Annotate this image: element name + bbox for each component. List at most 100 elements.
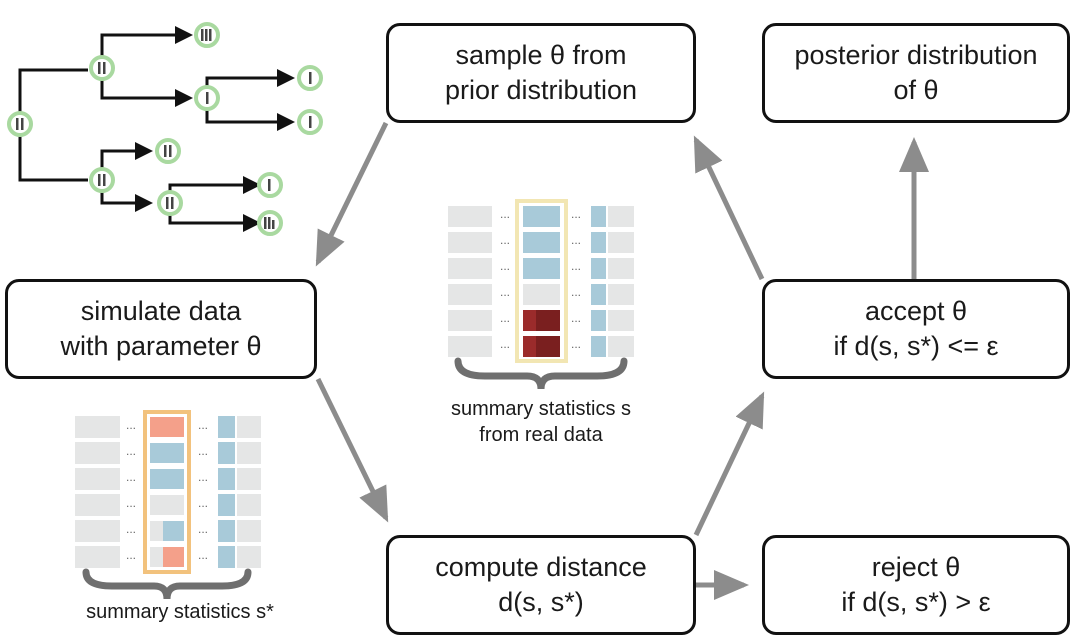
arrow-accept-to-sample [693, 135, 765, 281]
ellipsis-text: ... [126, 522, 136, 536]
ellipsis-text: ... [126, 418, 136, 432]
chromosome-glyph [21, 118, 24, 130]
ellipsis-text: ... [500, 207, 510, 221]
caption-line: summary statistics s* [86, 601, 274, 623]
real-data-stats-table: ... ... ... ... ... ... ... ... ... ... … [448, 199, 634, 390]
table-cell-blue [218, 520, 235, 542]
caption-line: from real data [479, 424, 603, 446]
highlight-cell-light [523, 284, 560, 305]
chromosome-glyph [268, 179, 271, 191]
arrow-sample-to-simulate [315, 121, 389, 267]
highlight-cell-blue [523, 206, 560, 227]
table-cell-blue [218, 494, 235, 516]
table-cell [237, 520, 261, 542]
box-text-line: d(s, s*) [498, 587, 584, 617]
ellipsis-text: ... [126, 444, 136, 458]
table-cell [448, 232, 492, 253]
box-text-line: simulate data [80, 296, 242, 326]
table-cell-blue [218, 468, 235, 490]
table-cell-blue [591, 232, 606, 253]
ellipsis-text: ... [500, 311, 510, 325]
ellipsis-text: ... [126, 548, 136, 562]
highlight-cell-dark-red-accent [523, 310, 536, 331]
ellipsis-text: ... [571, 337, 581, 351]
highlight-cell-partial-blue [163, 521, 184, 541]
tree-branch-b-up [205, 69, 295, 96]
table-cell [608, 206, 634, 227]
chromosome-glyph [201, 29, 204, 41]
highlight-cell-partial-salmon [163, 547, 184, 567]
table-cell-blue [591, 284, 606, 305]
table-cell [608, 310, 634, 331]
tree-node-c [89, 167, 115, 193]
real-stats-caption: summary statistics s from real data [400, 396, 682, 448]
accept-box: accept θ if d(s, s*) <= ε [762, 279, 1070, 379]
chromosome-glyph [169, 145, 172, 157]
sim-right-cells [218, 416, 261, 568]
highlight-cell-dark-red-accent [523, 336, 536, 357]
table-cell [608, 258, 634, 279]
reject-box: reject θ if d(s, s*) > ε [762, 535, 1070, 635]
box-text-line: with parameter θ [60, 331, 262, 361]
ellipsis-text: ... [198, 522, 208, 536]
sim-highlight-cells [150, 417, 184, 567]
ellipsis-text: ... [198, 444, 208, 458]
table-cell-blue [218, 416, 235, 438]
chromosome-glyph [264, 217, 267, 229]
table-cell [75, 468, 120, 490]
table-cell [237, 494, 261, 516]
ellipsis-text: ... [198, 418, 208, 432]
simulated-stats-caption: summary statistics s* [30, 599, 330, 625]
chromosome-glyph [206, 92, 209, 104]
tree-nodes [7, 22, 323, 236]
arrow-compute-to-accept [693, 391, 765, 537]
ellipsis-text: ... [500, 285, 510, 299]
ellipsis-text: ... [571, 285, 581, 299]
chromosome-glyph [209, 29, 212, 41]
chromosome-glyph [98, 62, 101, 74]
chromosome-glyph [309, 72, 312, 84]
simulated-stats-table: ... ... ... ... ... ... ... ... ... ... … [75, 410, 261, 600]
tree-node-d [157, 190, 183, 216]
chromosome-glyph [164, 145, 167, 157]
box-text-line: sample θ from [455, 40, 627, 70]
box-text-line: of θ [893, 75, 939, 105]
sim-summary-brace [82, 568, 252, 600]
table-cell [237, 546, 261, 568]
ellipsis-text: ... [571, 207, 581, 221]
table-cell-blue [591, 336, 606, 357]
chromosome-glyph [98, 174, 101, 186]
table-cell-blue [591, 258, 606, 279]
compute-distance-box: compute distance d(s, s*) [386, 535, 696, 635]
chromosome-glyphs [16, 29, 312, 229]
sim-highlight-column [143, 410, 191, 574]
real-summary-brace [454, 357, 628, 390]
ellipsis-text: ... [500, 337, 510, 351]
ellipsis-text: ... [198, 470, 208, 484]
box-text-line: prior distribution [444, 75, 638, 105]
chromosome-glyph [103, 174, 106, 186]
table-cell [448, 258, 492, 279]
ellipsis-text: ... [571, 259, 581, 273]
highlight-cell-blue [150, 443, 184, 463]
table-cell [237, 416, 261, 438]
chromosome-glyph [103, 62, 106, 74]
box-text-line: if d(s, s*) <= ε [833, 331, 999, 361]
table-cell [608, 232, 634, 253]
real-right-cells [591, 206, 634, 357]
tree-branch-b-down [205, 100, 295, 131]
ellipsis-text: ... [500, 259, 510, 273]
chromosome-glyph [16, 118, 19, 130]
highlight-cell-salmon [150, 417, 184, 437]
table-cell [75, 416, 120, 438]
ellipsis-text: ... [126, 496, 136, 510]
ellipsis-text: ... [500, 233, 510, 247]
sample-prior-box: sample θ from prior distribution [386, 23, 696, 123]
posterior-box: posterior distribution of θ [762, 23, 1070, 123]
table-cell-blue [591, 310, 606, 331]
real-highlight-cells [523, 206, 560, 357]
box-text-line: compute distance [435, 552, 647, 582]
table-cell [608, 284, 634, 305]
table-cell [448, 284, 492, 305]
